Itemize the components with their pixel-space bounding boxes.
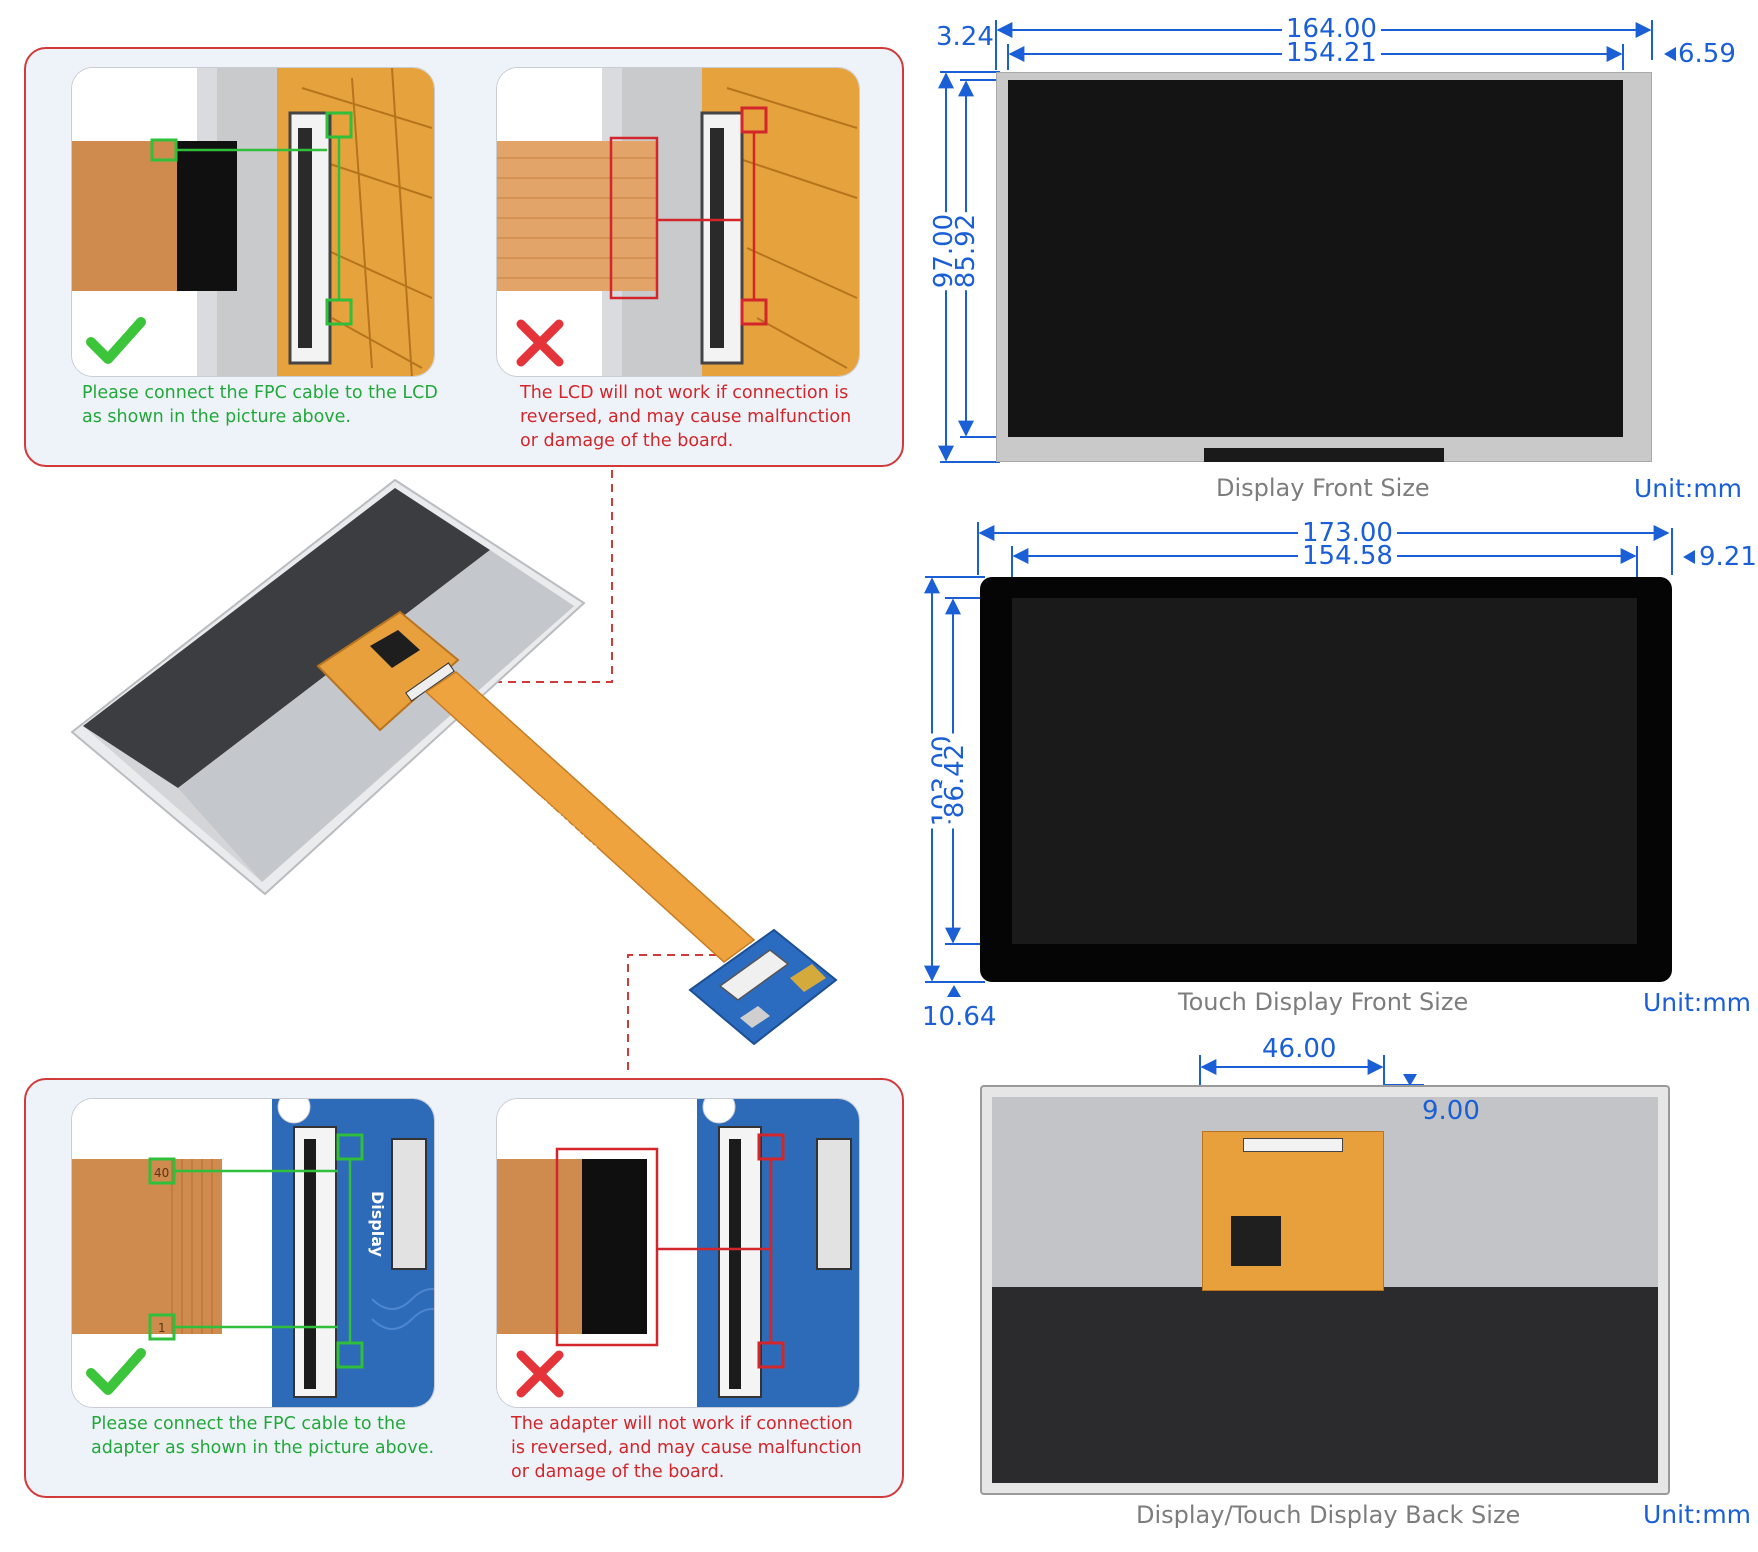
back-driver-connector [1243, 1138, 1343, 1152]
touch-front-outer-width: 173.00 [1298, 520, 1397, 546]
display-front-title: Display Front Size [1216, 474, 1430, 502]
product-illustration: HDMI-FPC-Cable-15cm [70, 470, 838, 1070]
lcd-wrong-image [496, 67, 860, 377]
back-black-film [992, 1287, 1658, 1483]
lcd-correct-image [71, 67, 435, 377]
cross-icon [516, 319, 564, 367]
adapter-wrong-caption: The adapter will not work if connection … [511, 1414, 862, 1482]
display-front-unit: Unit:mm [1634, 474, 1743, 503]
back-unit: Unit:mm [1643, 1500, 1752, 1529]
touch-front-active-area [1012, 598, 1637, 944]
display-front-outer-width: 164.00 [1282, 16, 1381, 42]
lcd-wrong-caption: The LCD will not work if connection is r… [520, 383, 852, 451]
adapter-correct-caption: Please connect the FPC cable to the adap… [91, 1414, 435, 1458]
touch-front-bottom-offset: 10.64 [922, 1002, 997, 1032]
display-front-active-height: 85.92 [951, 211, 982, 291]
display-front-fpc-strip [1204, 448, 1444, 462]
pin-bottom-label: 1 [158, 1321, 166, 1335]
touch-front-unit: Unit:mm [1643, 988, 1752, 1017]
pin-top-label: 40 [154, 1166, 169, 1180]
adapter-wrong-image [496, 1098, 860, 1408]
cross-icon [516, 1350, 564, 1398]
display-front-active-width: 154.21 [1282, 40, 1381, 66]
back-board-width: 46.00 [1262, 1034, 1337, 1064]
touch-front-active-height: 86.42 [940, 741, 971, 821]
touch-front-active-width: 154.58 [1298, 543, 1397, 569]
touch-front-right-offset: 9.21 [1699, 542, 1757, 572]
back-driver-board [1202, 1131, 1384, 1291]
check-icon [86, 1348, 146, 1395]
touch-front-title: Touch Display Front Size [1178, 988, 1469, 1016]
display-front-right-offset: 6.59 [1678, 39, 1736, 69]
back-driver-chip [1231, 1216, 1281, 1266]
adapter-correct-image: Display 40 1 [71, 1098, 435, 1408]
back-board-top-offset: 9.00 [1422, 1096, 1480, 1126]
lcd-correct-caption: Please connect the FPC cable to the LCD … [82, 383, 438, 427]
check-icon [86, 317, 146, 364]
back-title: Display/Touch Display Back Size [1136, 1501, 1521, 1529]
adapter-display-label: Display [368, 1191, 387, 1258]
display-front-active-area [1008, 80, 1623, 437]
display-front-left-offset: 3.24 [936, 22, 994, 52]
